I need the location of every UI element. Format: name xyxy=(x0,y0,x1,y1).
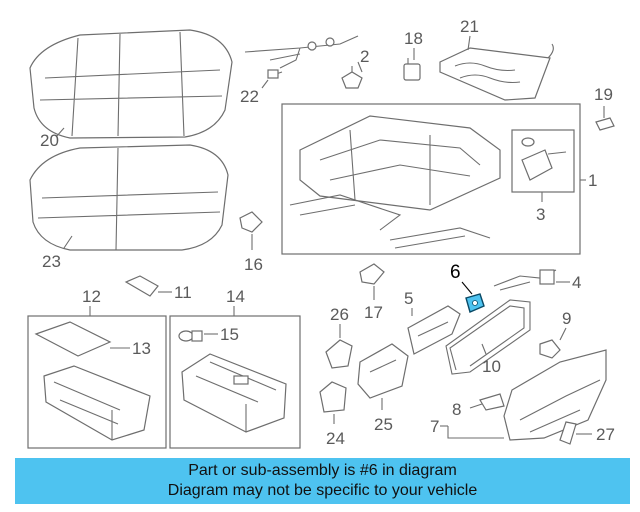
info-banner: Part or sub-assembly is #6 in diagram Di… xyxy=(15,458,630,504)
callout-19: 19 xyxy=(594,85,613,104)
callout-13: 13 xyxy=(132,339,151,358)
storage-tray-box xyxy=(27,315,167,449)
switch-9-part xyxy=(539,339,561,359)
callout-7: 7 xyxy=(430,417,439,436)
clip-19-part xyxy=(595,117,615,131)
bracket-11-part xyxy=(124,275,159,297)
callout-1: 1 xyxy=(588,171,597,190)
highlighted-part-6 xyxy=(465,293,485,313)
callout-17: 17 xyxy=(364,303,383,322)
bracket-24-part xyxy=(319,381,347,413)
callout-24: 24 xyxy=(326,429,345,448)
callout-25: 25 xyxy=(374,415,393,434)
wire-harness-part xyxy=(244,35,359,79)
callout-2: 2 xyxy=(360,47,369,66)
callout-27: 27 xyxy=(596,425,615,444)
callout-21: 21 xyxy=(460,17,479,36)
wire-10-part xyxy=(445,299,531,375)
motor-25-part xyxy=(357,343,409,399)
callout-8: 8 xyxy=(452,400,461,419)
callout-15: 15 xyxy=(220,325,239,344)
bulb-15-part xyxy=(178,330,203,342)
banner-line-1: Part or sub-assembly is #6 in diagram xyxy=(188,462,457,479)
under-seat-tray-box xyxy=(169,315,301,449)
seat-heater-part xyxy=(439,43,554,101)
banner-line-2: Diagram may not be specific to your vehi… xyxy=(167,482,478,499)
callout-14: 14 xyxy=(226,287,245,306)
callout-5: 5 xyxy=(404,289,413,308)
cable-4-part xyxy=(493,269,557,291)
leader-7 xyxy=(447,426,504,439)
callout-3: 3 xyxy=(536,205,545,224)
bracket-26-part xyxy=(325,339,353,369)
side-shield-7-part xyxy=(503,349,607,441)
callout-16: 16 xyxy=(244,255,263,274)
callout-6: 6 xyxy=(450,262,461,283)
callout-18: 18 xyxy=(404,29,423,48)
cap-27-part xyxy=(559,421,577,445)
clip-17-part xyxy=(359,263,385,285)
parts-diagram: 20 23 22 2 18 21 19 xyxy=(27,17,615,449)
callout-9: 9 xyxy=(562,309,571,328)
actuator-3-part xyxy=(521,137,567,181)
callout-22: 22 xyxy=(240,87,259,106)
callout-10: 10 xyxy=(482,357,501,376)
sub-box-3 xyxy=(511,129,575,193)
connector-18-part xyxy=(403,58,421,81)
callout-12: 12 xyxy=(82,287,101,306)
seat-cushion-pad-part xyxy=(29,29,233,139)
seat-frame-assembly-box xyxy=(281,103,581,255)
under-seat-tray-part xyxy=(181,353,287,433)
callout-11: 11 xyxy=(174,283,192,302)
clip-16-part xyxy=(239,211,263,233)
seat-pad-23-part xyxy=(29,144,229,251)
callout-4: 4 xyxy=(572,273,581,292)
knob-8-part xyxy=(479,393,505,411)
seat-frame-part xyxy=(289,115,501,249)
trim-cover-5-part xyxy=(407,305,461,355)
callout-20: 20 xyxy=(40,131,59,150)
clip-part xyxy=(341,66,363,89)
storage-tray-part xyxy=(43,365,151,441)
callout-23: 23 xyxy=(42,252,61,271)
tray-mat-13-part xyxy=(34,321,112,357)
callout-26: 26 xyxy=(330,305,349,324)
